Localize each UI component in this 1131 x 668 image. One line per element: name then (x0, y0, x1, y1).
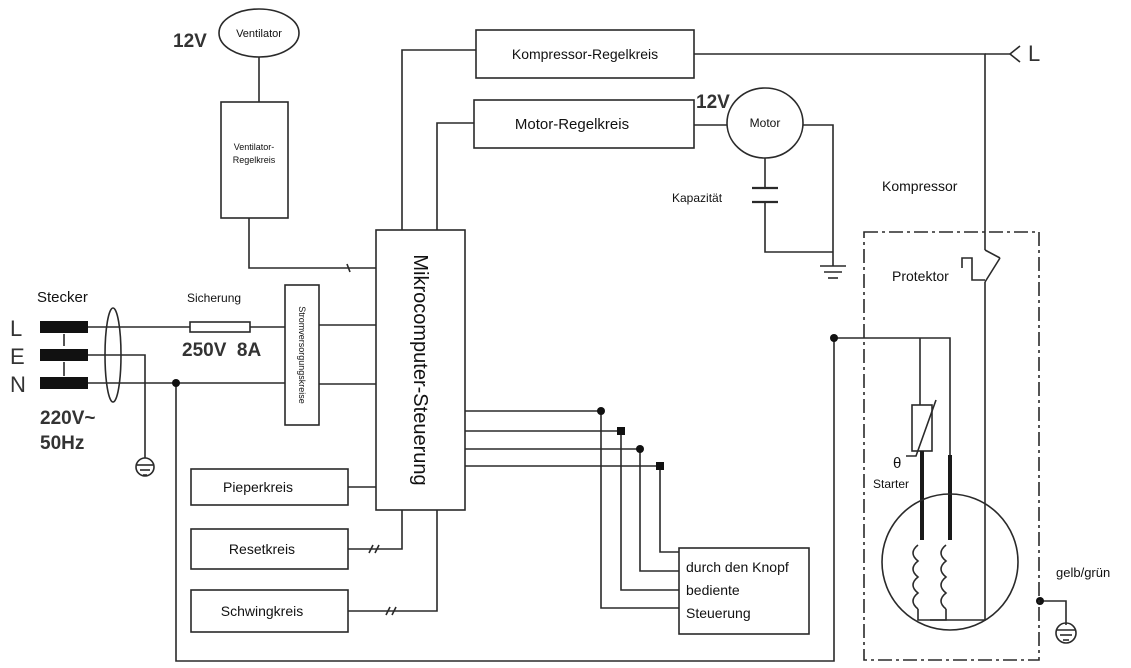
plug-pins (40, 321, 88, 389)
motor-label: Motor (750, 116, 781, 130)
ventilator-control-label-1: Ventilator- (234, 142, 275, 152)
button-control-label-1: durch den Knopf (686, 559, 789, 575)
reset-label: Resetkreis (229, 541, 295, 557)
ventilator-control-label-2: Regelkreis (233, 155, 276, 165)
compressor-housing (863, 231, 1040, 661)
motor-windings-icon (912, 544, 948, 621)
ventilator-fan (218, 8, 300, 58)
junction-dots (172, 334, 1044, 605)
line-terminal-label: L (1028, 41, 1040, 66)
capacitor-label: Kapazität (672, 191, 723, 205)
line-terminal-icon (1009, 45, 1021, 63)
microcomputer-block (375, 229, 466, 511)
beeper-block (190, 468, 349, 506)
plug-pin-l: L (10, 316, 22, 341)
ground-icon (135, 457, 155, 477)
oscillator-block (190, 589, 349, 633)
button-control-block (678, 547, 810, 635)
ground-icon (1055, 622, 1077, 644)
microcomputer-label: Mikrocomputer-Steuerung (409, 254, 431, 485)
compressor-motor (881, 493, 1019, 631)
reset-block (190, 528, 349, 570)
motor-control-block (473, 99, 695, 149)
ground-icon (820, 265, 846, 279)
frequency-label: 50Hz (40, 433, 84, 454)
fuse-label: Sicherung (187, 291, 241, 305)
ventilator-label: Ventilator (236, 28, 282, 40)
protector-switch-icon (961, 249, 1001, 300)
yellow-green-label: gelb/grün (1056, 565, 1110, 580)
plug-label: Stecker (37, 289, 88, 306)
capacitor-symbol (752, 186, 778, 204)
oscillator-label: Schwingkreis (221, 603, 303, 619)
starter-symbol: θ (893, 455, 901, 472)
starter-label: Starter (873, 477, 909, 491)
button-control-label-3: Steuerung (686, 605, 751, 621)
voltage-label: 220V~ (40, 408, 95, 429)
ptc-starter-icon (906, 399, 937, 457)
fuse-symbol (189, 321, 251, 333)
motor-control-label: Motor-Regelkreis (515, 116, 629, 133)
plug-pin-n: N (10, 372, 26, 397)
compressor-label: Kompressor (882, 178, 958, 194)
plug-pin-e: E (10, 344, 25, 369)
ventilator-voltage-label: 12V (173, 31, 207, 52)
power-supply-label: Stromversorgungskreise (297, 306, 307, 404)
power-supply-block (284, 284, 320, 426)
cable-sleeve (104, 307, 122, 403)
ventilator-control-block (220, 101, 289, 219)
protector-label: Protektor (892, 268, 949, 284)
kompressor-control-block (475, 29, 695, 79)
kompressor-control-label: Kompressor-Regelkreis (512, 46, 658, 62)
button-control-label-2: bediente (686, 582, 740, 598)
fuse-rating-label: 250V 8A (182, 340, 261, 361)
beeper-label: Pieperkreis (223, 479, 293, 495)
motor-voltage-label: 12V (696, 92, 730, 113)
motor (726, 87, 804, 159)
